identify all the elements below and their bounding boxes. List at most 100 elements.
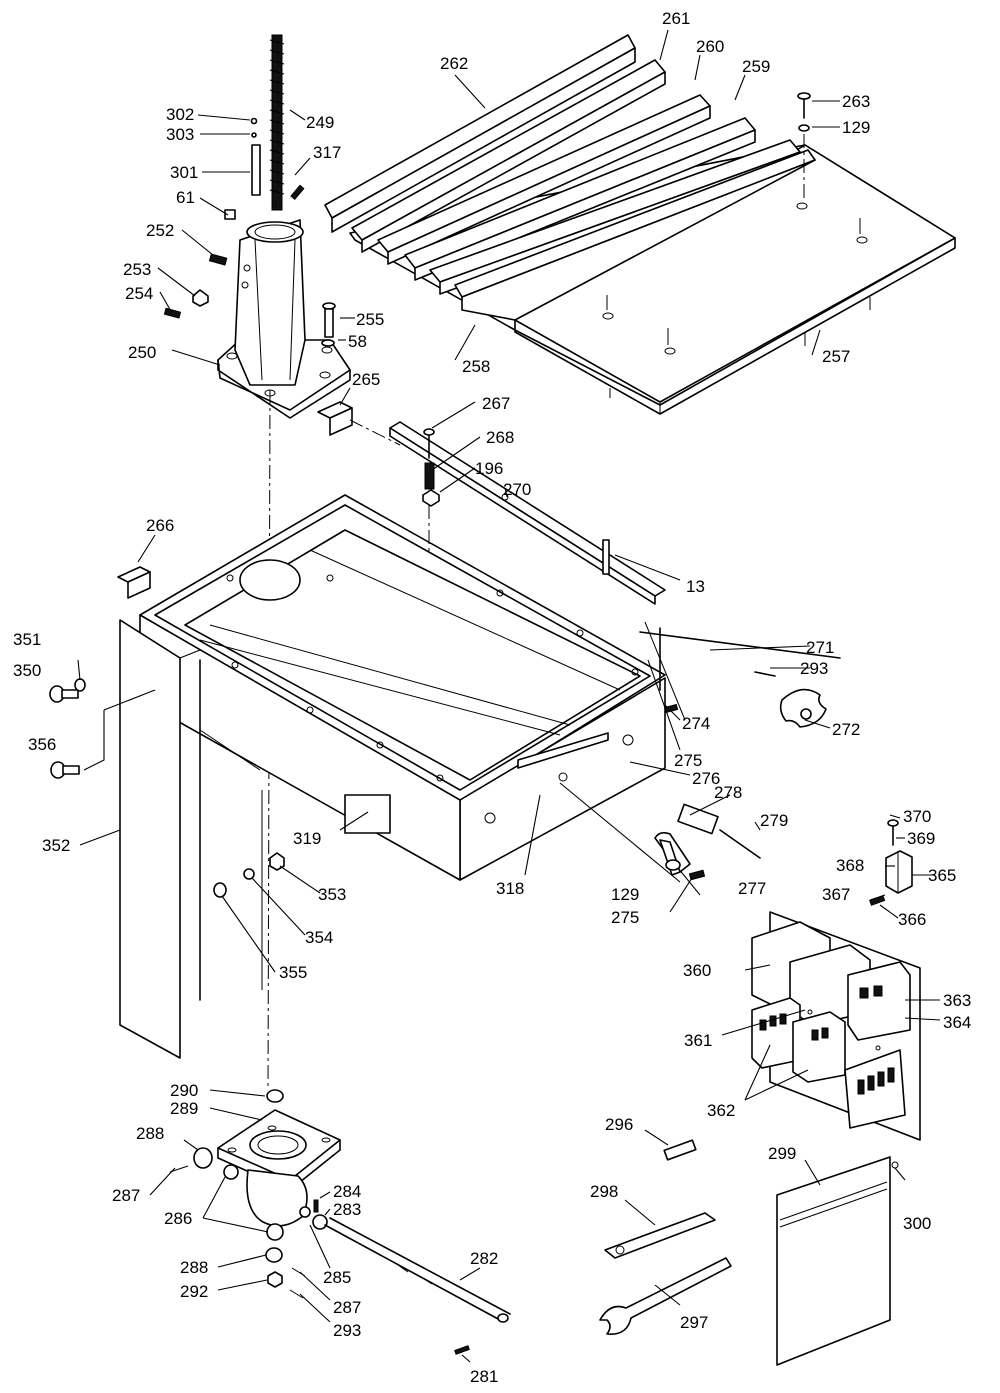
callout-281: 281 — [470, 1367, 498, 1386]
callout-257: 257 — [822, 347, 850, 366]
callout-287: 287 — [112, 1186, 140, 1205]
callout-275: 275 — [674, 751, 702, 770]
shaft-282-part — [324, 1217, 511, 1355]
handle-277-part — [654, 803, 761, 881]
callout-276: 276 — [692, 769, 720, 788]
electrical-panel-part — [751, 911, 921, 1141]
callout-13: 13 — [686, 577, 705, 596]
rail-270-part — [389, 421, 666, 605]
callout-129: 129 — [842, 118, 870, 137]
callout-129b: 129 — [611, 885, 639, 904]
callout-364: 364 — [943, 1013, 971, 1032]
callout-261: 261 — [662, 9, 690, 28]
callout-301: 301 — [170, 163, 198, 182]
callout-351: 351 — [13, 630, 41, 649]
callout-360: 360 — [683, 961, 711, 980]
side-panel-part — [119, 619, 263, 1059]
callout-255: 255 — [356, 310, 384, 329]
tools-part — [599, 1139, 732, 1335]
callout-370: 370 — [903, 807, 931, 826]
callout-250: 250 — [128, 343, 156, 362]
callout-283: 283 — [333, 1200, 361, 1219]
callout-258: 258 — [462, 357, 490, 376]
callout-260: 260 — [696, 37, 724, 56]
callout-271: 271 — [806, 638, 834, 657]
callout-249: 249 — [306, 113, 334, 132]
callout-365: 365 — [928, 866, 956, 885]
callout-319: 319 — [293, 829, 321, 848]
callout-293b: 293 — [333, 1321, 361, 1340]
callout-286: 286 — [164, 1209, 192, 1228]
nuts-washers-part — [213, 852, 285, 898]
table-slats-part — [324, 34, 816, 321]
callout-354: 354 — [305, 928, 333, 947]
callout-350: 350 — [13, 661, 41, 680]
callout-299: 299 — [768, 1144, 796, 1163]
callout-368: 368 — [836, 856, 864, 875]
callout-303: 303 — [166, 125, 194, 144]
leader-lines — [77, 29, 941, 1363]
callout-362: 362 — [707, 1101, 735, 1120]
cover-plate-part — [776, 1156, 899, 1366]
callout-279: 279 — [760, 811, 788, 830]
callout-300: 300 — [903, 1214, 931, 1233]
cabinet-base-part — [139, 494, 666, 881]
side-bolts-part — [49, 678, 156, 779]
callout-293: 293 — [800, 659, 828, 678]
rod-271-part — [639, 621, 841, 728]
callout-253: 253 — [123, 260, 151, 279]
callout-298: 298 — [590, 1182, 618, 1201]
lower-casting-part — [169, 1089, 341, 1299]
column-support-part — [217, 219, 351, 1091]
callout-274: 274 — [682, 714, 710, 733]
callout-259: 259 — [742, 57, 770, 76]
callout-288b: 288 — [180, 1258, 208, 1277]
bracket-266-part — [117, 566, 151, 599]
callout-labels: 261 262 260 259 302 263 249 129 303 317 … — [13, 9, 971, 1386]
callout-353: 353 — [318, 885, 346, 904]
callout-317: 317 — [313, 143, 341, 162]
callout-275b: 275 — [611, 908, 639, 927]
callout-252: 252 — [146, 221, 174, 240]
bracket-265-part — [317, 401, 401, 446]
callout-289: 289 — [170, 1099, 198, 1118]
callout-366: 366 — [898, 910, 926, 929]
bracket-365-part — [869, 819, 913, 906]
callout-369: 369 — [907, 829, 935, 848]
callout-297: 297 — [680, 1313, 708, 1332]
callout-318: 318 — [496, 879, 524, 898]
callout-254: 254 — [125, 284, 153, 303]
callout-287b: 287 — [333, 1298, 361, 1317]
callout-265: 265 — [352, 370, 380, 389]
callout-284: 284 — [333, 1182, 361, 1201]
callout-277: 277 — [738, 879, 766, 898]
callout-196: 196 — [475, 459, 503, 478]
key-301-part — [250, 117, 261, 196]
callout-296: 296 — [605, 1115, 633, 1134]
callout-290: 290 — [170, 1081, 198, 1100]
screw-263-part — [797, 92, 811, 200]
callout-272: 272 — [832, 720, 860, 739]
callout-352: 352 — [42, 836, 70, 855]
callout-302: 302 — [166, 105, 194, 124]
callout-361: 361 — [684, 1031, 712, 1050]
callout-267: 267 — [482, 394, 510, 413]
callout-288: 288 — [136, 1124, 164, 1143]
callout-355: 355 — [279, 963, 307, 982]
callout-356: 356 — [28, 735, 56, 754]
callout-282: 282 — [470, 1249, 498, 1268]
callout-266: 266 — [146, 516, 174, 535]
callout-268: 268 — [486, 428, 514, 447]
bolt-255-part — [321, 302, 336, 347]
set-screws-part — [163, 184, 305, 319]
elevating-screw-part — [269, 34, 285, 211]
callout-270: 270 — [503, 480, 531, 499]
callout-58: 58 — [348, 332, 367, 351]
callout-262: 262 — [440, 54, 468, 73]
callout-367: 367 — [822, 885, 850, 904]
callout-292: 292 — [180, 1282, 208, 1301]
callout-61: 61 — [176, 188, 195, 207]
callout-278: 278 — [714, 783, 742, 802]
callout-263: 263 — [842, 92, 870, 111]
